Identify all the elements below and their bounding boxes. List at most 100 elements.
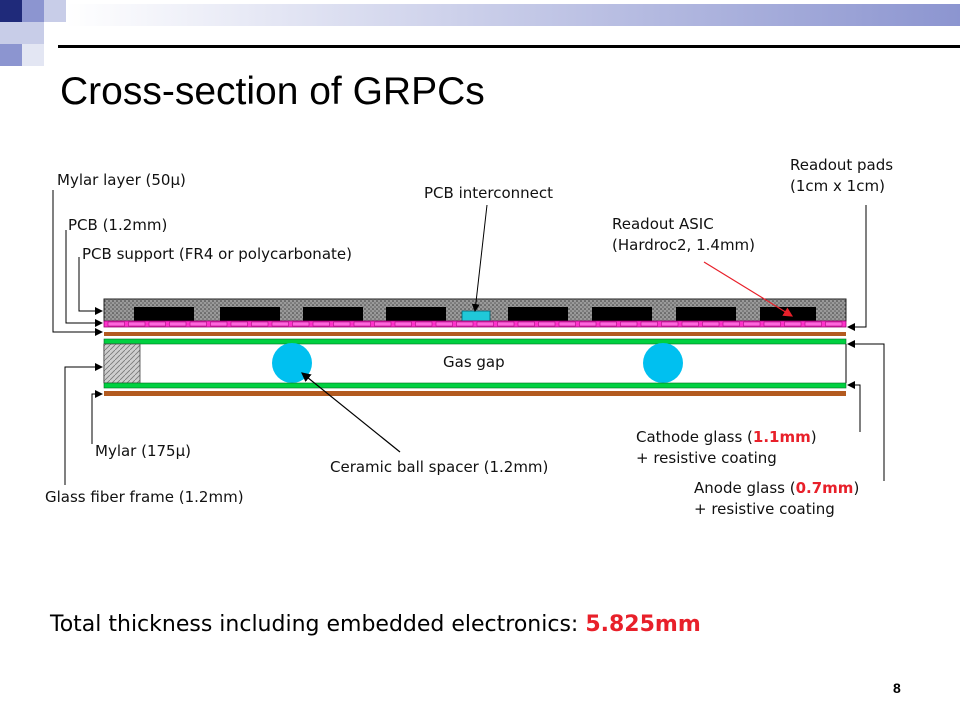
page-number: 8 bbox=[893, 680, 901, 696]
readout-pad bbox=[456, 321, 474, 327]
pcb-layer bbox=[103, 320, 847, 328]
cathode-suffix: ) bbox=[810, 428, 817, 446]
leader-mylar-175 bbox=[91, 390, 103, 444]
corner-square bbox=[22, 0, 44, 22]
leader-pcb-interconnect bbox=[471, 204, 488, 312]
readout-asic bbox=[508, 307, 568, 321]
label-readout-pads-line2: (1cm x 1cm) bbox=[790, 177, 885, 195]
readout-pad bbox=[169, 321, 187, 327]
label-mylar-175: Mylar (175μ) bbox=[95, 442, 191, 460]
readout-pad bbox=[189, 321, 207, 327]
anode-coating: + resistive coating bbox=[694, 500, 835, 518]
readout-pads-row bbox=[107, 321, 843, 327]
label-pcb-support: PCB support (FR4 or polycarbonate) bbox=[82, 245, 352, 263]
readout-pad bbox=[804, 321, 822, 327]
leader-mylar-layer bbox=[52, 190, 103, 336]
readout-pad bbox=[640, 321, 658, 327]
ceramic-ball-spacer bbox=[643, 343, 683, 383]
readout-pad bbox=[251, 321, 269, 327]
total-thickness-value: 5.825mm bbox=[585, 612, 701, 637]
readout-pad bbox=[579, 321, 597, 327]
readout-asic bbox=[676, 307, 736, 321]
leader-pcb-support bbox=[78, 257, 103, 315]
readout-asic bbox=[386, 307, 446, 321]
readout-pad bbox=[702, 321, 720, 327]
mylar-layer-175 bbox=[104, 391, 846, 396]
anode-suffix: ) bbox=[853, 479, 860, 497]
readout-asic-row bbox=[134, 307, 816, 321]
readout-pad bbox=[374, 321, 392, 327]
readout-pad bbox=[497, 321, 515, 327]
cathode-thickness: 1.1mm bbox=[752, 428, 811, 446]
readout-pad bbox=[538, 321, 556, 327]
leader-ceramic-ball bbox=[301, 372, 401, 453]
readout-pad bbox=[722, 321, 740, 327]
corner-square bbox=[0, 0, 22, 22]
corner-square bbox=[22, 22, 44, 44]
readout-pad bbox=[353, 321, 371, 327]
readout-pad bbox=[312, 321, 330, 327]
label-readout-asic: Readout ASIC (Hardroc2, 1.4mm) bbox=[612, 214, 755, 256]
corner-square bbox=[0, 22, 22, 44]
anode-glass bbox=[103, 382, 847, 389]
cathode-prefix: Cathode glass ( bbox=[636, 428, 753, 446]
leader-glass-fiber-frame bbox=[64, 363, 103, 485]
label-glass-fiber-frame: Glass fiber frame (1.2mm) bbox=[45, 488, 244, 506]
readout-pad bbox=[210, 321, 228, 327]
readout-pad bbox=[148, 321, 166, 327]
readout-pad bbox=[435, 321, 453, 327]
readout-pad bbox=[599, 321, 617, 327]
slide-title: Cross-section of GRPCs bbox=[60, 70, 485, 113]
readout-pad bbox=[230, 321, 248, 327]
header-gradient-bar bbox=[66, 4, 960, 26]
corner-square bbox=[22, 44, 44, 66]
cathode-coating: + resistive coating bbox=[636, 449, 777, 467]
label-mylar-layer: Mylar layer (50μ) bbox=[57, 171, 186, 189]
title-rule bbox=[58, 45, 960, 48]
readout-pad bbox=[620, 321, 638, 327]
leader-pcb bbox=[65, 230, 103, 327]
readout-pad bbox=[681, 321, 699, 327]
readout-asic bbox=[220, 307, 280, 321]
readout-pad bbox=[784, 321, 802, 327]
pcb-interconnect bbox=[461, 310, 491, 322]
readout-pad bbox=[558, 321, 576, 327]
readout-pad bbox=[415, 321, 433, 327]
glass-fiber-frame bbox=[103, 343, 141, 384]
leader-cathode-glass bbox=[847, 381, 861, 432]
readout-pad bbox=[743, 321, 761, 327]
anode-thickness: 0.7mm bbox=[795, 479, 854, 497]
leader-readout-pads bbox=[847, 205, 867, 331]
leader-anode-glass bbox=[847, 340, 885, 481]
label-ceramic-ball-spacer: Ceramic ball spacer (1.2mm) bbox=[330, 458, 549, 476]
readout-pad bbox=[476, 321, 494, 327]
readout-pad bbox=[128, 321, 146, 327]
readout-asic bbox=[592, 307, 652, 321]
total-thickness: Total thickness including embedded elect… bbox=[50, 612, 701, 637]
corner-square bbox=[0, 44, 22, 66]
corner-square bbox=[44, 0, 66, 22]
label-pcb-interconnect: PCB interconnect bbox=[424, 184, 553, 202]
ceramic-ball-spacer bbox=[272, 343, 312, 383]
readout-pad bbox=[292, 321, 310, 327]
label-readout-asic-line1: Readout ASIC bbox=[612, 215, 714, 233]
label-readout-asic-line2: (Hardroc2, 1.4mm) bbox=[612, 236, 756, 254]
readout-pad bbox=[661, 321, 679, 327]
label-readout-pads-line1: Readout pads bbox=[790, 156, 894, 174]
readout-pad bbox=[107, 321, 125, 327]
readout-pad bbox=[271, 321, 289, 327]
readout-pad bbox=[517, 321, 535, 327]
anode-prefix: Anode glass ( bbox=[694, 479, 796, 497]
label-pcb: PCB (1.2mm) bbox=[68, 216, 168, 234]
readout-asic bbox=[134, 307, 194, 321]
readout-asic bbox=[303, 307, 363, 321]
total-thickness-label: Total thickness including embedded elect… bbox=[50, 612, 579, 637]
readout-pad bbox=[825, 321, 843, 327]
leader-readout-asic bbox=[703, 261, 794, 317]
readout-pad bbox=[763, 321, 781, 327]
readout-pad bbox=[333, 321, 351, 327]
label-anode-glass: Anode glass (0.7mm) + resistive coating bbox=[694, 478, 859, 520]
label-readout-pads: Readout pads (1cm x 1cm) bbox=[790, 155, 893, 197]
label-gas-gap: Gas gap bbox=[443, 353, 505, 371]
